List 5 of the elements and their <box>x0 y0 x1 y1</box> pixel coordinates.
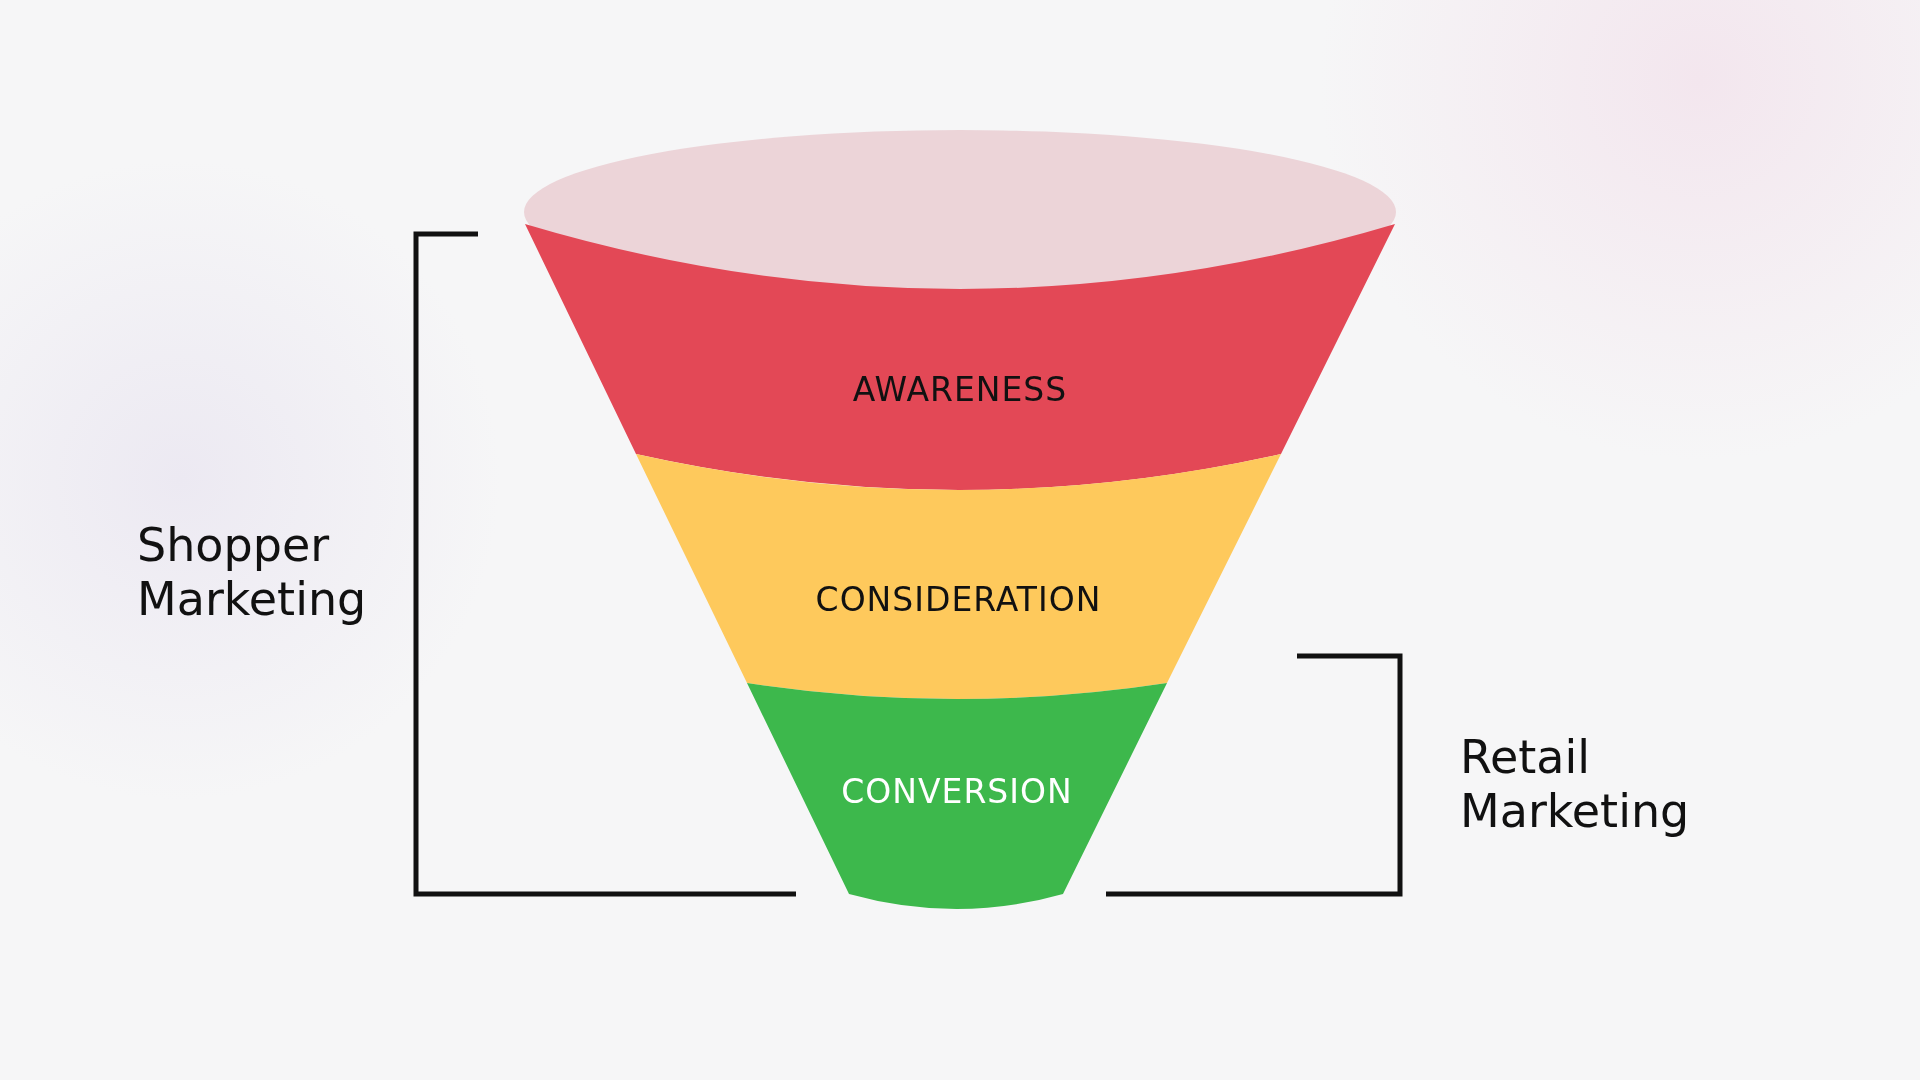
side-label: Retail Marketing <box>1460 730 1691 838</box>
stage-label: CONSIDERATION <box>815 580 1102 619</box>
stage-label: AWARENESS <box>852 370 1068 409</box>
side-label: Shopper Marketing <box>137 518 368 626</box>
stage-label: CONVERSION <box>841 772 1073 811</box>
